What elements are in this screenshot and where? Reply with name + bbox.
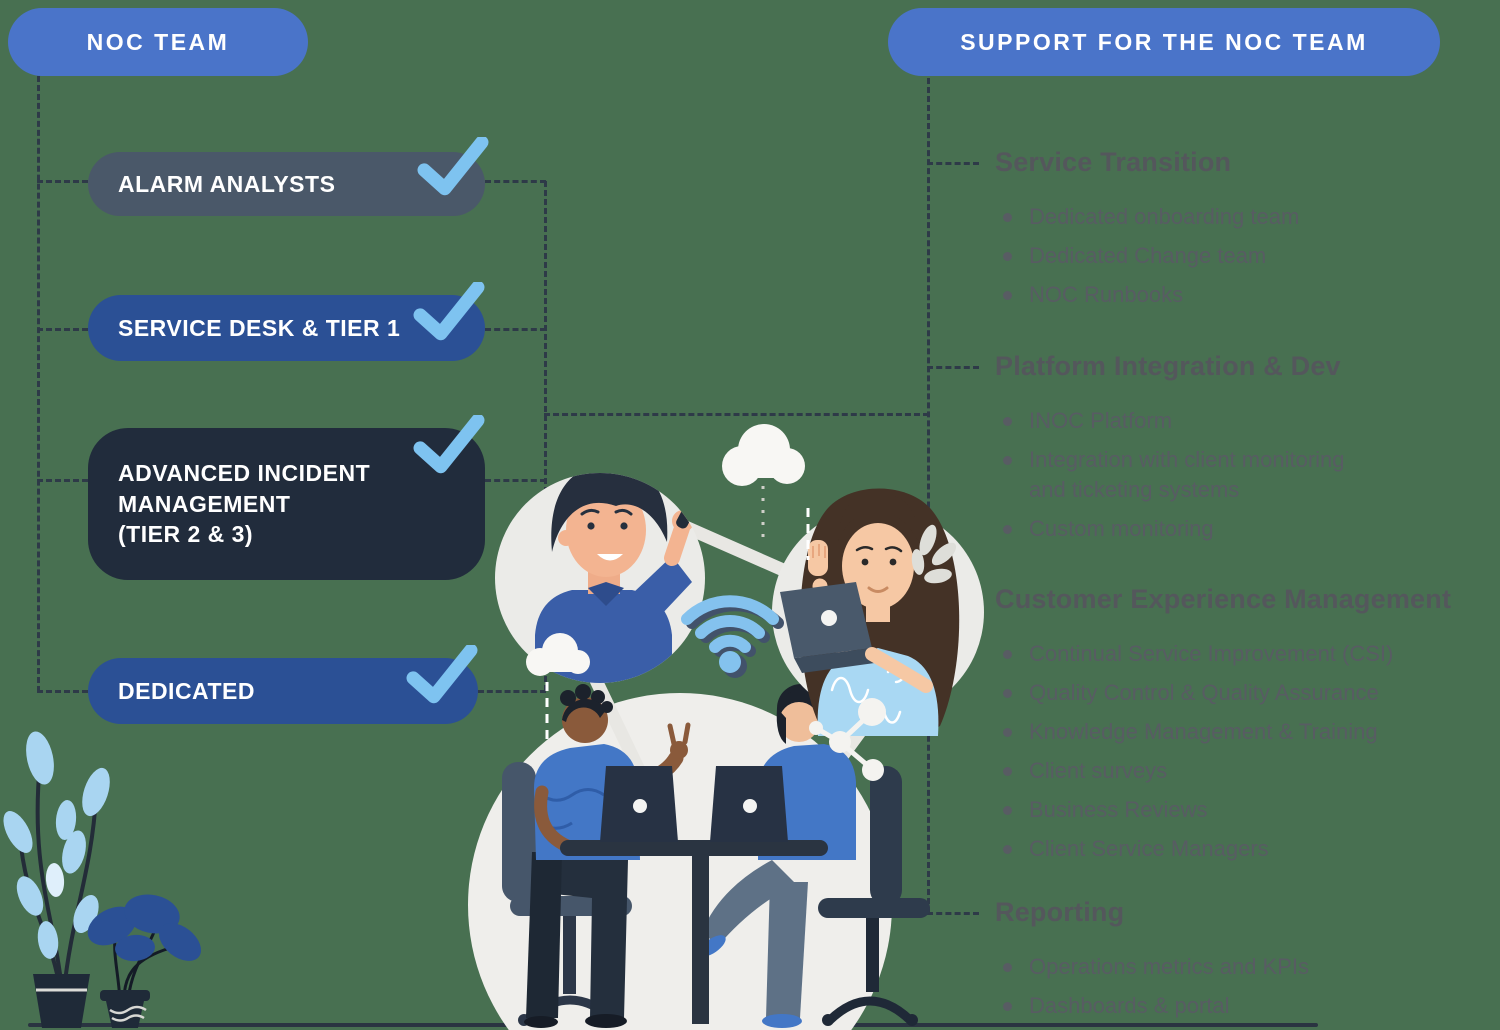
team-illustration (468, 424, 984, 1030)
man-avatar (495, 473, 705, 683)
section-title: Customer Experience Management (995, 584, 1452, 614)
share-nodes-icon (809, 698, 886, 781)
checkmark-icon (417, 137, 489, 199)
connector-service-transition (927, 162, 979, 165)
connector-reporting (927, 912, 979, 915)
connector-dedicated-left (37, 690, 88, 693)
pill-dedicated-label: DEDICATED (118, 677, 255, 704)
connector-service-left (37, 328, 88, 331)
bullet-item: Dashboards & portal (995, 991, 1475, 1021)
bullet-item: Client surveys (995, 756, 1475, 786)
woman-avatar (772, 488, 984, 736)
bullet-item: Knowledge Management & Training (995, 717, 1475, 747)
meeting-table-group (560, 766, 828, 1024)
checkmark-icon (406, 645, 478, 707)
chair-right-icon (818, 766, 930, 1026)
bullet-item: Integration with client monitoring and t… (995, 445, 1475, 505)
connector-service-right (485, 328, 546, 331)
connector-right-vertical (927, 78, 930, 913)
checkmark-icon (413, 282, 485, 344)
bullet-item: Continual Service Improvement (CSI) (995, 639, 1475, 669)
laptop-icon (710, 766, 788, 842)
bullet-item: Operations metrics and KPIs (995, 952, 1475, 982)
bullet-item: Client Service Managers (995, 834, 1475, 864)
connector-mid-vertical (544, 181, 547, 691)
connector-left-vertical (37, 76, 40, 692)
pill-alarm-analysts-label: ALARM ANALYSTS (118, 170, 336, 197)
bullet-item: Dedicated Change team (995, 241, 1475, 271)
cloud-icon (722, 424, 805, 486)
cloud-icon (526, 633, 590, 676)
checkmark-icon (413, 415, 485, 477)
section-service-transition: Service Transition Dedicated onboarding … (995, 144, 1475, 319)
pill-alarm-analysts: ALARM ANALYSTS (88, 152, 485, 216)
support-header-label: SUPPORT FOR THE NOC TEAM (960, 28, 1368, 55)
laptop-icon (600, 766, 678, 842)
pill-service-desk-tier1-label: SERVICE DESK & TIER 1 (118, 314, 401, 341)
bullet-item: Quality Control & Quality Assurance (995, 678, 1475, 708)
pill-dedicated: DEDICATED (88, 658, 478, 724)
leaf-decoration-icon (911, 524, 957, 584)
plants-illustration (3, 731, 202, 1028)
section-title: Service Transition (995, 147, 1232, 177)
section-platform-integration: Platform Integration & Dev INOC Platform… (995, 348, 1475, 553)
connector-alarm-right (485, 180, 546, 183)
bullet-list: Continual Service Improvement (CSI) Quali… (995, 639, 1475, 864)
plant-small-icon (87, 894, 202, 1028)
connector-platform (927, 366, 979, 369)
pill-service-desk-tier1: SERVICE DESK & TIER 1 (88, 295, 485, 361)
support-header: SUPPORT FOR THE NOC TEAM (888, 8, 1440, 76)
connector-dedicated-right (478, 690, 546, 693)
bullet-item: Business Reviews (995, 795, 1475, 825)
connector-alarm-left (37, 180, 88, 183)
bullet-item: INOC Platform (995, 406, 1475, 436)
bullet-item: Custom monitoring (995, 514, 1475, 544)
pill-advanced-incident-management: ADVANCED INCIDENT MANAGEMENT (TIER 2 & 3… (88, 428, 485, 580)
noc-team-header: NOC TEAM (8, 8, 308, 76)
wifi-icon (681, 595, 784, 678)
noc-team-header-label: NOC TEAM (86, 28, 230, 55)
section-title: Reporting (995, 897, 1125, 927)
section-title: Platform Integration & Dev (995, 351, 1341, 381)
bullet-item: NOC Runbooks (995, 280, 1475, 310)
connector-advanced-right (485, 479, 546, 482)
section-customer-experience: Customer Experience Management Continual… (995, 581, 1475, 873)
plant-tall-icon (3, 731, 110, 1028)
connector-cross-branch (544, 413, 929, 416)
connector-advanced-left (37, 479, 88, 482)
bullet-item: Dedicated onboarding team (995, 202, 1475, 232)
pill-advanced-incident-management-label: ADVANCED INCIDENT MANAGEMENT (TIER 2 & 3… (118, 460, 371, 548)
